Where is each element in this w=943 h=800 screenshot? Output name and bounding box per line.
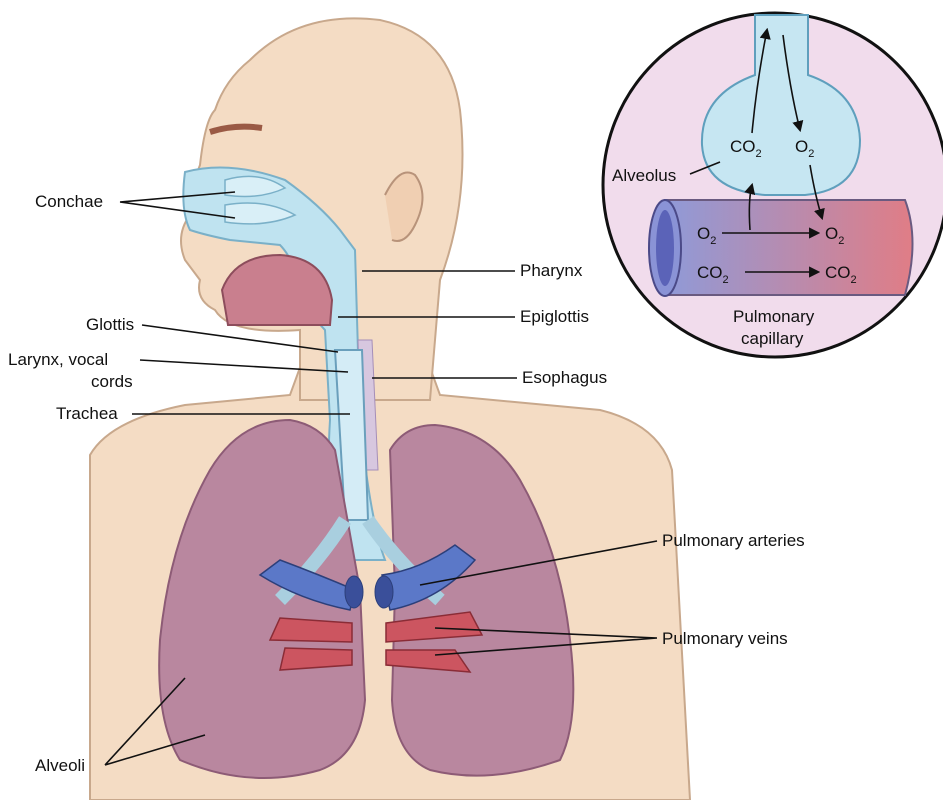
label-glottis: Glottis [86,315,134,334]
pulmonary-vein-left-upper [270,618,352,642]
label-pharynx: Pharynx [520,261,583,280]
label-larynx-line1: Larynx, vocal [8,350,108,369]
label-pulmonary-veins: Pulmonary veins [662,629,788,648]
label-esophagus: Esophagus [522,368,607,387]
pulmonary-artery-right-opening [375,576,393,608]
label-larynx-line2: cords [91,372,133,391]
label-trachea: Trachea [56,404,118,423]
label-alveolus: Alveolus [612,166,676,185]
label-conchae: Conchae [35,192,103,211]
label-pulmonary-arteries: Pulmonary arteries [662,531,805,550]
label-epiglottis: Epiglottis [520,307,589,326]
pulmonary-artery-left-opening [345,576,363,608]
label-capillary-line2: capillary [741,329,804,348]
label-alveoli: Alveoli [35,756,85,775]
label-capillary-line1: Pulmonary [733,307,815,326]
gas-exchange-inset: Alveolus CO2 O2 O2 O2 CO2 CO2 Pulmonary … [603,13,943,357]
